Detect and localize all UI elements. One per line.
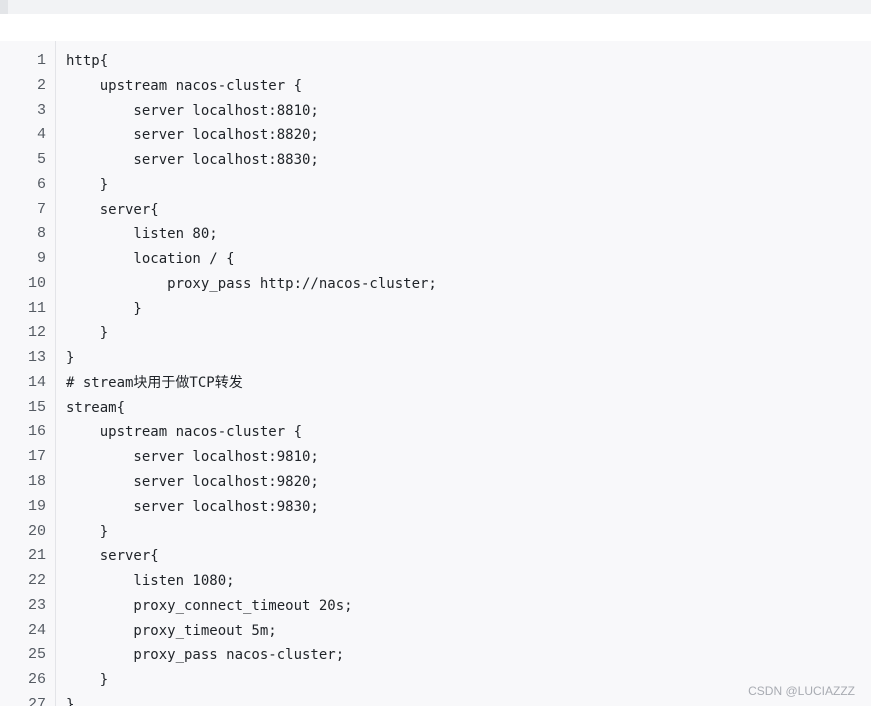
code-text: stream{ [66, 399, 126, 416]
code-text: server{ [66, 548, 159, 565]
line-number: 9 [36, 250, 46, 268]
code-text: proxy_connect_timeout 20s; [66, 597, 353, 614]
line-number: 3 [36, 101, 46, 119]
line-number: 23 [27, 596, 46, 614]
code-text: http{ [66, 53, 109, 69]
line-number: 7 [36, 200, 46, 218]
code-text: } [66, 325, 109, 342]
code-text: server localhost:8810; [66, 102, 319, 119]
code-text: server localhost:9810; [66, 449, 319, 466]
code-text: proxy_pass nacos-cluster; [66, 647, 345, 664]
line-number: 26 [27, 671, 46, 689]
line-number: 5 [36, 151, 46, 169]
line-number: 24 [27, 621, 46, 639]
code-text: } [66, 176, 109, 193]
line-number: 22 [27, 572, 46, 590]
code-text: server localhost:9830; [66, 498, 319, 515]
line-number: 1 [36, 52, 46, 69]
code-block: 1 http{ 2 upstream nacos-cluster { 3 serv… [0, 41, 871, 706]
code-text: } [66, 300, 142, 317]
line-number: 16 [27, 423, 46, 441]
csdn-watermark: CSDN @LUCIAZZZ [748, 684, 855, 698]
code-text: upstream nacos-cluster { [66, 424, 303, 441]
code-text: upstream nacos-cluster { [66, 77, 303, 94]
previous-block-strip [0, 0, 871, 14]
line-number: 8 [36, 225, 46, 243]
code-text: proxy_pass http://nacos-cluster; [66, 275, 437, 292]
code-text: } [66, 350, 75, 367]
line-number: 21 [27, 547, 46, 565]
line-number: 14 [27, 373, 46, 391]
code-text: location / { [66, 251, 235, 268]
code-text: server localhost:8830; [66, 152, 319, 169]
line-number: 13 [27, 349, 46, 367]
line-number: 12 [27, 324, 46, 342]
line-number: 27 [27, 695, 46, 706]
line-number: 18 [27, 473, 46, 491]
line-number: 20 [27, 522, 46, 540]
code-text: proxy_timeout 5m; [66, 622, 277, 639]
code-text: } [66, 523, 109, 540]
line-number: 19 [27, 497, 46, 515]
code-text: } [66, 672, 109, 689]
line-number: 10 [27, 274, 46, 292]
code-text: server{ [66, 201, 159, 218]
line-number-gutter [0, 41, 56, 706]
code-text: server localhost:9820; [66, 474, 319, 491]
code-text: listen 80; [66, 226, 218, 243]
code-comment: # stream块用于做TCP转发 [66, 374, 243, 391]
code-text: listen 1080; [66, 573, 235, 590]
line-number: 6 [36, 175, 46, 193]
line-number: 4 [36, 126, 46, 144]
line-number: 2 [36, 76, 46, 94]
line-number: 25 [27, 646, 46, 664]
code-text: server localhost:8820; [66, 127, 319, 144]
line-number: 17 [27, 448, 46, 466]
strip-accent [0, 0, 8, 14]
line-number: 11 [27, 299, 46, 317]
line-number: 15 [27, 398, 46, 416]
code-text: } [66, 696, 75, 706]
